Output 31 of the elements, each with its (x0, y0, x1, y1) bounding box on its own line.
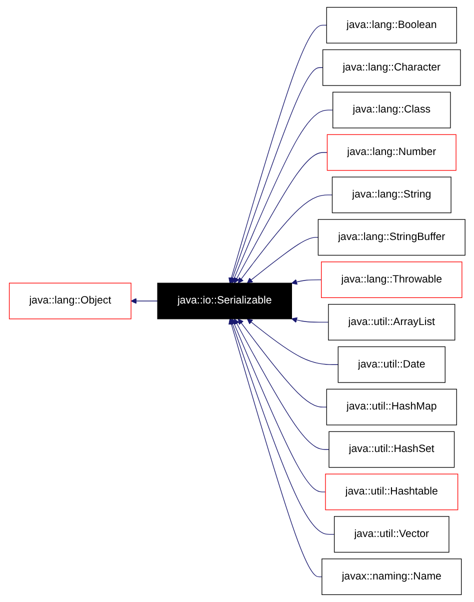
node-box: java::io::Serializable (157, 282, 292, 320)
node-box: java::lang::StringBuffer (318, 219, 466, 256)
arrow (230, 318, 334, 535)
node-box: java::util::HashSet (328, 431, 454, 468)
node-box: java::lang::Throwable (320, 262, 462, 298)
arrow (228, 318, 322, 578)
arrow (228, 24, 327, 284)
arrow (246, 237, 318, 284)
node-box: java::util::Hashtable (324, 474, 458, 510)
node-box: java::lang::Character (322, 49, 461, 86)
arrow (234, 318, 330, 450)
node-box: java::util::HashMap (326, 388, 457, 426)
arrow (230, 67, 323, 284)
node-box: java::util::ArrayList (328, 304, 455, 340)
arrow (238, 318, 327, 408)
arrow (246, 318, 338, 365)
arrow (231, 318, 326, 492)
node-box: java::lang::Class (332, 92, 451, 128)
node-box: java::lang::Number (326, 134, 456, 171)
node-box: java::lang::String (332, 176, 452, 214)
arrow (291, 279, 322, 285)
node-box: java::util::Date (338, 346, 446, 383)
arrow (130, 298, 158, 304)
node-box: java::util::Vector (334, 516, 450, 553)
node-box: javax::naming::Name (321, 558, 462, 596)
arrow (231, 110, 333, 284)
arrow (234, 152, 328, 284)
arrow (291, 317, 329, 323)
arrow (238, 194, 332, 284)
node-box: java::lang::Object (8, 282, 132, 320)
node-box: java::lang::Boolean (326, 6, 457, 44)
